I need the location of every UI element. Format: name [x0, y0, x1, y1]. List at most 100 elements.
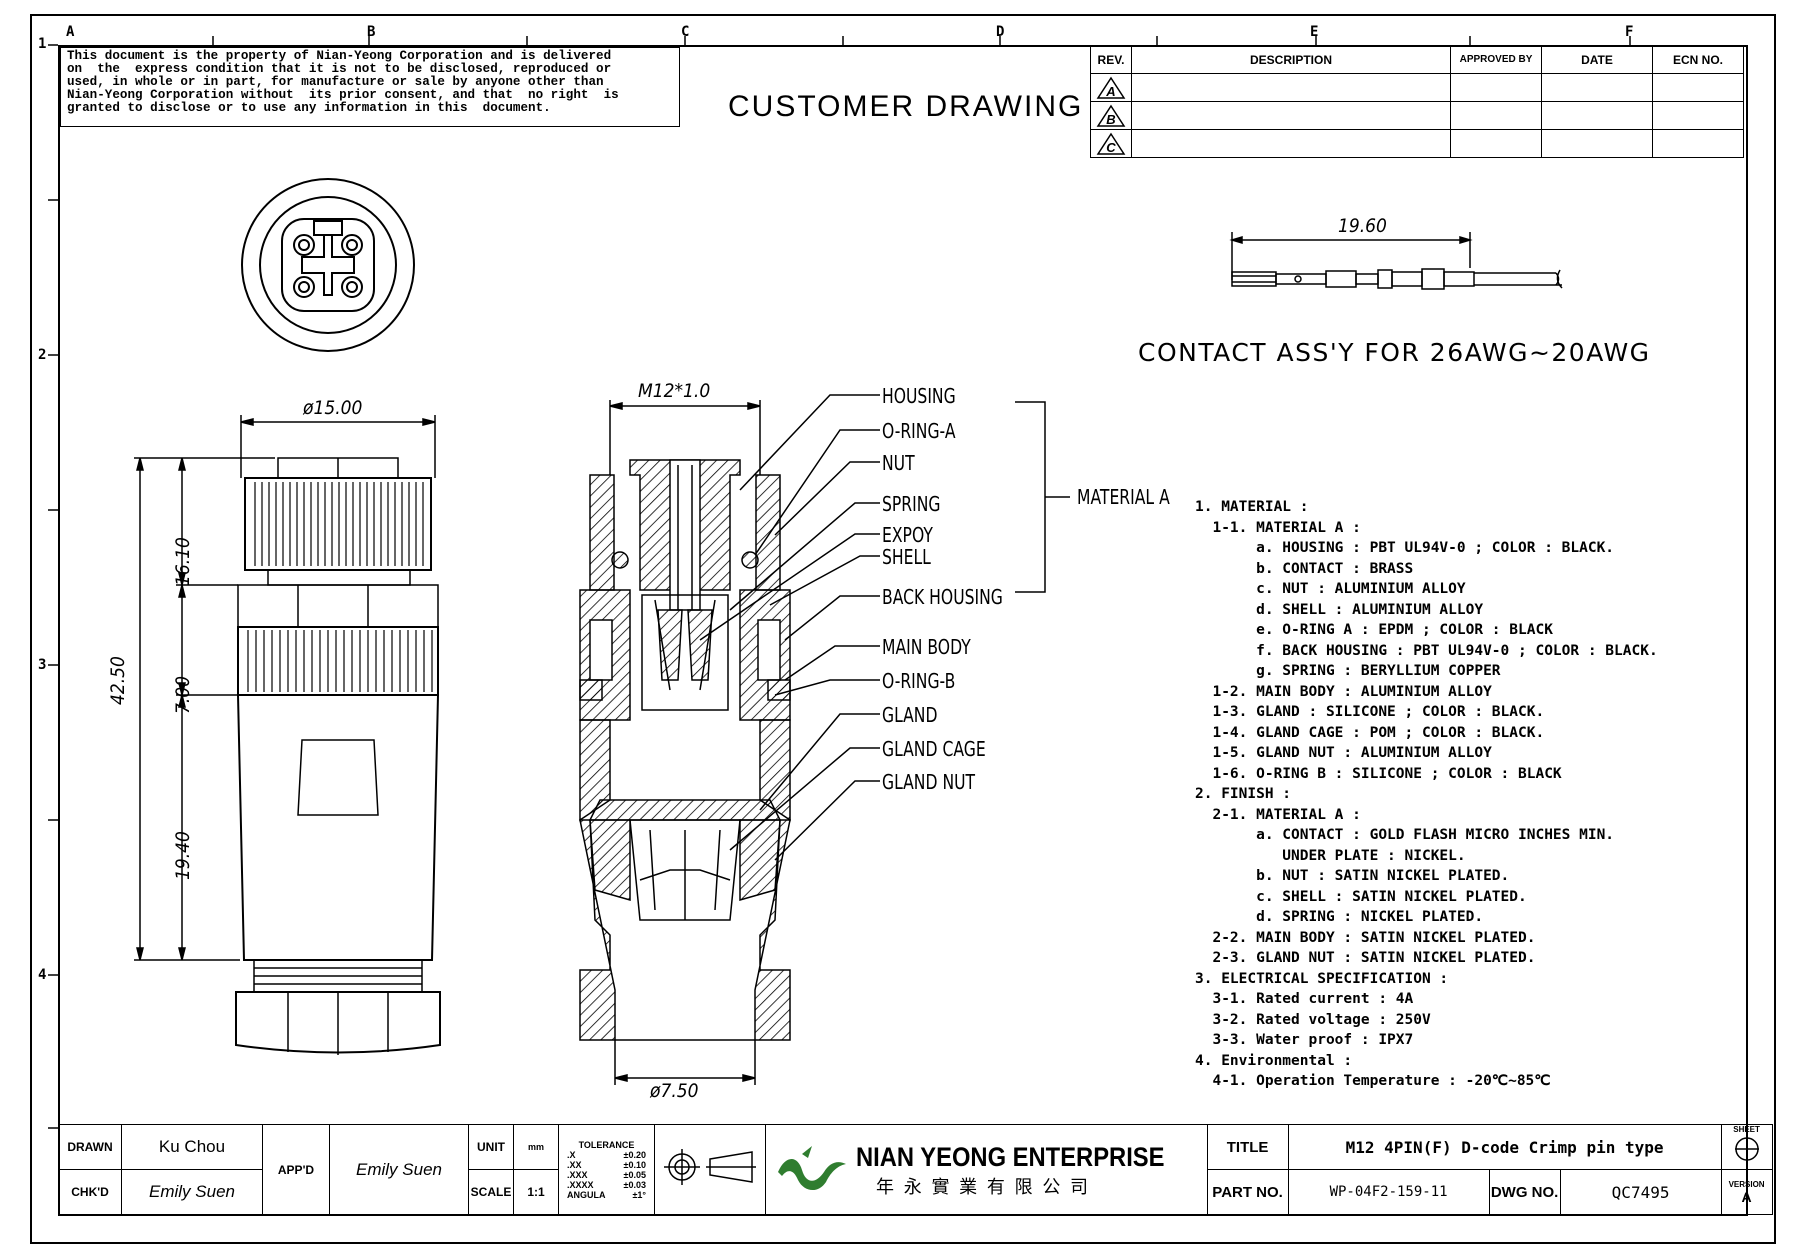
- version-value: A: [1741, 1188, 1752, 1205]
- zone-row-1: 1: [38, 36, 47, 52]
- tol-key: .XX: [567, 1159, 582, 1170]
- rev-cell: A: [1090, 73, 1132, 102]
- unit-value: mm: [513, 1124, 559, 1170]
- rev-date-cell: [1541, 73, 1653, 102]
- chkd-value: Emily Suen: [121, 1169, 263, 1215]
- proprietary-notice: This document is the property of Nian-Ye…: [60, 47, 680, 127]
- date-header: DATE: [1541, 45, 1653, 74]
- version-label: VERSION: [1728, 1179, 1765, 1189]
- note-line: 1. MATERIAL :: [1195, 499, 1309, 515]
- note-line: 2-2. MAIN BODY : SATIN NICKEL PLATED.: [1195, 929, 1536, 946]
- note-line: 3-2. Rated voltage : 250V: [1195, 1011, 1431, 1028]
- rev-desc-cell: [1131, 101, 1451, 130]
- contact-length-dim: 19.60: [1338, 215, 1387, 237]
- note-line: 1-3. GLAND : SILICONE ; COLOR : BLACK.: [1195, 704, 1545, 720]
- company-name: NIAN YEONG ENTERPRISE: [856, 1142, 1165, 1172]
- lower-length-dim: 19.40: [172, 831, 194, 880]
- zone-col-f: F: [1625, 24, 1634, 40]
- note-line: 2. FINISH :: [1195, 786, 1292, 802]
- rev-approved-cell: [1450, 73, 1542, 102]
- contact-pin-drawing: [1229, 232, 1563, 290]
- zone-row-4: 4: [38, 967, 47, 983]
- diameter-dim: ø15.00: [303, 397, 363, 419]
- notice-line: This document is the property of Nian-Ye…: [67, 49, 612, 63]
- sheet-cell: SHEET: [1720, 1124, 1773, 1170]
- unit-label: UNIT: [468, 1124, 514, 1170]
- company-logo-icon: [778, 1145, 846, 1190]
- note-line: 3. ELECTRICAL SPECIFICATION :: [1195, 970, 1449, 987]
- description-header: DESCRIPTION: [1131, 45, 1451, 74]
- note-line: 1-6. O-RING B : SILICONE ; COLOR : BLACK: [1195, 765, 1562, 782]
- rev-ecn-cell: [1652, 129, 1744, 158]
- tol-key: .XXX: [567, 1169, 588, 1180]
- notice-line: Nian-Yeong Corporation without its prior…: [67, 88, 619, 102]
- zone-row-2: 2: [38, 347, 47, 363]
- callout-back-housing: BACK HOUSING: [882, 585, 1003, 609]
- zone-row-3: 3: [38, 657, 47, 673]
- rev-a: A: [1105, 84, 1115, 99]
- tol-value: ±0.20: [623, 1149, 646, 1160]
- tol-value: ±0.10: [623, 1159, 646, 1170]
- version-cell: VERSION A: [1720, 1169, 1773, 1215]
- front-face-view: [241, 178, 415, 352]
- callout-expoy: EXPOY: [882, 523, 933, 547]
- zone-col-d: D: [996, 24, 1005, 40]
- appd-label: APP'D: [262, 1124, 330, 1215]
- title-block: DRAWN Ku Chou APP'D Emily Suen UNIT mm T…: [58, 1124, 1773, 1215]
- note-line: c. NUT : ALUMINIUM ALLOY: [1195, 581, 1466, 597]
- rev-header: REV.: [1090, 45, 1132, 74]
- note-line: UNDER PLATE : NICKEL.: [1195, 847, 1466, 864]
- projection-symbol-cell: [654, 1124, 766, 1215]
- outer-border: [30, 14, 1776, 1244]
- scale-value: 1:1: [513, 1169, 559, 1215]
- cable-diameter-dim: ø7.50: [650, 1080, 699, 1102]
- note-line: 1-1. MATERIAL A :: [1195, 519, 1361, 536]
- rev-ecn-cell: [1652, 73, 1744, 102]
- notice-line: used, in whole or in part, for manufactu…: [67, 75, 604, 89]
- dwgno-value: QC7495: [1559, 1169, 1722, 1215]
- projection-symbol-icon: [664, 1149, 756, 1185]
- rev-date-cell: [1541, 101, 1653, 130]
- rev-date-cell: [1541, 129, 1653, 158]
- rev-approved-cell: [1450, 101, 1542, 130]
- note-line: g. SPRING : BERYLLIUM COPPER: [1195, 663, 1501, 679]
- notice-line: granted to disclose or to use any inform…: [67, 101, 551, 115]
- tol-value: ±0.05: [623, 1169, 646, 1180]
- tol-key: .X: [567, 1149, 576, 1160]
- company-cell: NIAN YEONG ENTERPRISE 年 永 實 業 有 限 公 司: [765, 1124, 1208, 1215]
- tol-value: ±1°: [632, 1189, 646, 1200]
- zone-col-c: C: [681, 24, 690, 40]
- note-line: e. O-RING A : EPDM ; COLOR : BLACK: [1195, 622, 1553, 638]
- tol-key: .XXXX: [567, 1179, 594, 1190]
- tolerance-cell: TOLERANCE .X±0.20 .XX±0.10 .XXX±0.05 .XX…: [558, 1124, 655, 1215]
- upper-length-dim: 16.10: [172, 537, 194, 586]
- callout-o-ring-b: O-RING-B: [882, 669, 956, 693]
- note-line: a. HOUSING : PBT UL94V-0 ; COLOR : BLACK…: [1195, 540, 1615, 556]
- drawing-title: CUSTOMER DRAWING: [728, 90, 1084, 123]
- zone-col-a: A: [66, 24, 75, 40]
- company-name-chinese: 年 永 實 業 有 限 公 司: [876, 1177, 1091, 1198]
- callout-spring: SPRING: [882, 492, 941, 516]
- zone-col-e: E: [1310, 24, 1319, 40]
- rev-b: B: [1106, 112, 1115, 127]
- material-notes: 1. MATERIAL : 1-1. MATERIAL A : a. HOUSI…: [1195, 497, 1658, 1092]
- callout-o-ring-a: O-RING-A: [882, 419, 956, 443]
- drawn-label: DRAWN: [58, 1124, 122, 1170]
- partno-label: PART NO.: [1206, 1169, 1289, 1215]
- dwgno-label: DWG NO.: [1488, 1169, 1561, 1215]
- note-line: 4. Environmental :: [1195, 1052, 1353, 1069]
- revision-table: REV. DESCRIPTION APPROVED BY DATE ECN NO…: [1090, 45, 1744, 158]
- note-line: b. NUT : SATIN NICKEL PLATED.: [1195, 868, 1510, 884]
- rev-ecn-cell: [1652, 101, 1744, 130]
- section-view-drawing: [579, 394, 1070, 1085]
- middle-length-dim: 7.00: [172, 675, 194, 714]
- zone-col-b: B: [367, 24, 376, 40]
- rev-desc-cell: [1131, 73, 1451, 102]
- note-line: a. CONTACT : GOLD FLASH MICRO INCHES MIN…: [1195, 827, 1615, 843]
- overall-length-dim: 42.50: [107, 656, 129, 705]
- rev-cell: B: [1090, 101, 1132, 130]
- callout-gland-cage: GLAND CAGE: [882, 737, 986, 761]
- approved-header: APPROVED BY: [1450, 45, 1542, 74]
- appd-value: Emily Suen: [329, 1124, 469, 1215]
